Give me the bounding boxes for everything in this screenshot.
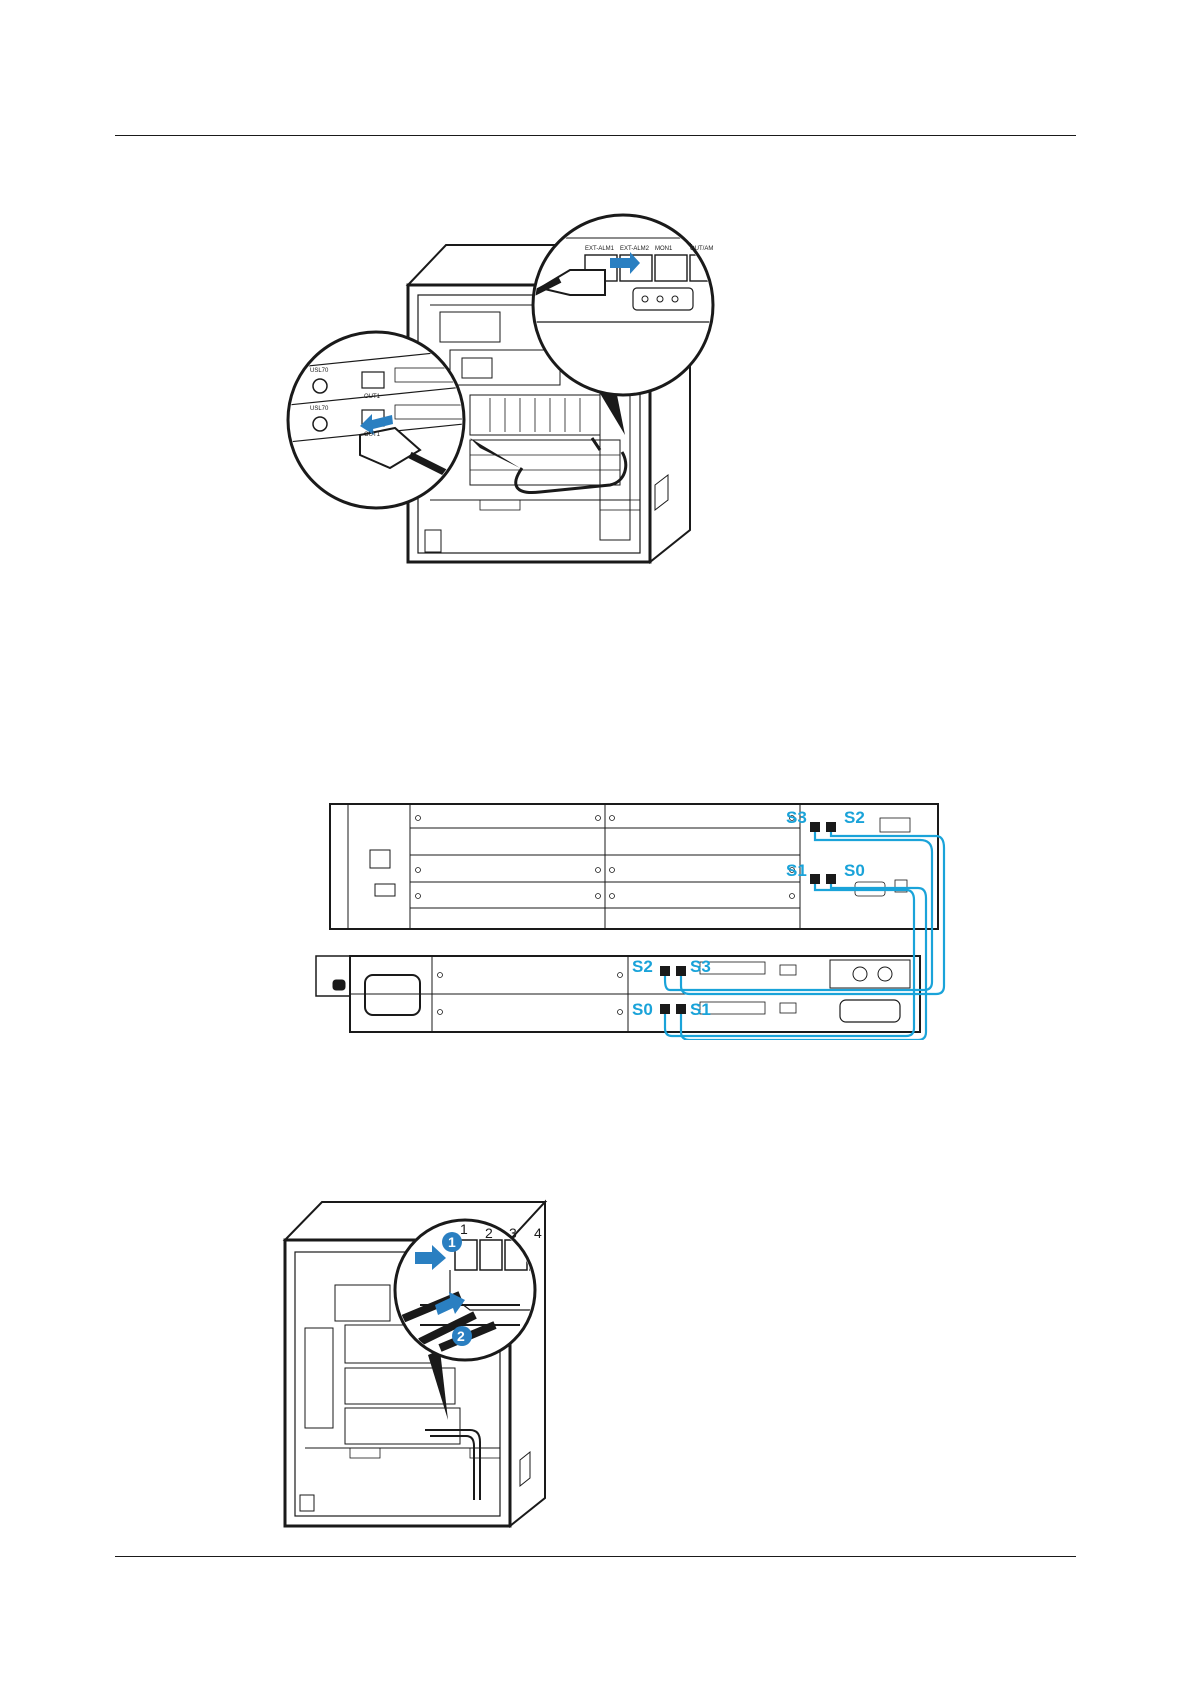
rj45-ports xyxy=(660,822,836,1014)
callout-left-usl70-ports: USL70 OUT1 USL70 OUT1 xyxy=(288,332,465,508)
slot-number-3: 3 xyxy=(509,1225,517,1241)
slot-number-4: 4 xyxy=(534,1225,542,1241)
port-label-top-s3: S3 xyxy=(786,808,807,827)
step-number-1: 1 xyxy=(448,1234,456,1250)
header-rule xyxy=(115,135,1076,136)
footer-rule xyxy=(115,1556,1076,1557)
slot-number-1: 1 xyxy=(460,1221,468,1237)
port-label-top-s1: S1 xyxy=(786,861,807,880)
port-label-ext-alm1: EXT-ALM1 xyxy=(585,246,615,252)
port-label-bottom-s2: S2 xyxy=(632,957,653,976)
port-label-bottom-s0: S0 xyxy=(632,1000,653,1019)
step-number-2: 2 xyxy=(457,1328,465,1344)
slot-number-2: 2 xyxy=(485,1225,493,1241)
port-label-top-s0: S0 xyxy=(844,861,865,880)
figure-cabinet-terminal-block: 1 2 1 2 3 4 xyxy=(0,1180,1191,1530)
port-label-out1-a: OUT1 xyxy=(364,394,381,400)
port-label-top-s2: S2 xyxy=(844,808,865,827)
figure-cabinet-alarm-cables: EXT-ALM1 EXT-ALM2 MON1 OUT/AM USL70 OUT1… xyxy=(0,200,1191,570)
port-label-mon1: MON1 xyxy=(655,246,673,252)
port-label-bottom-s1: S1 xyxy=(690,1000,711,1019)
port-label-out-am: OUT/AM xyxy=(690,246,713,252)
port-label-out1-b: OUT1 xyxy=(364,432,381,438)
port-label-ext-alm2: EXT-ALM2 xyxy=(620,246,650,252)
port-label-usl70-b: USL70 xyxy=(310,406,329,412)
port-label-bottom-s3: S3 xyxy=(690,957,711,976)
port-label-usl70-a: USL70 xyxy=(310,368,329,374)
figure-shelf-cabling: S3 S2 S1 S0 S2 S3 S0 S1 xyxy=(0,790,1191,1040)
